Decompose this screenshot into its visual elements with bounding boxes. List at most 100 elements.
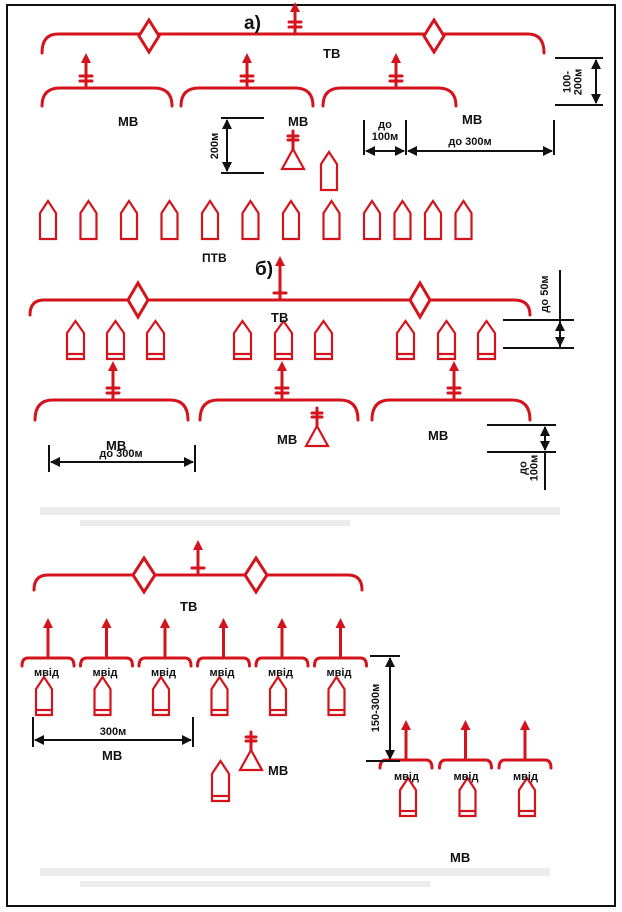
arrow-head-icon [277,618,287,628]
faded-caption-line [40,507,560,515]
vehicle-outline [322,198,341,241]
panel-a-company-label: МВ [118,114,138,129]
platoon-label: мвід [34,667,59,679]
company-command-staff [274,361,290,402]
panel-b-dim-depth-bottom-label: до100м [518,455,541,482]
vehicle-icon [327,674,346,717]
diamond-icon [422,17,446,55]
arrow-head-icon [160,618,170,628]
arrow-head-icon [460,720,471,730]
vehicle-outline [241,198,260,241]
platoon-command-staff [101,618,112,660]
vehicle-icon [322,198,341,241]
panel-a-caption: а) [244,13,261,34]
platoon-label: мвід [93,667,118,679]
arrow-head-icon [81,53,91,63]
company-command-staff [239,53,255,90]
vehicle-outline [423,198,443,241]
commander-triangle [238,747,264,772]
platoon-command-staff [335,618,346,660]
vehicle-outline [38,198,58,241]
panel-a-company-label: МВ [462,112,482,127]
company-brace [321,86,458,108]
battalion-command-staff [190,540,206,577]
company-command-staff [388,53,404,90]
vehicle-outline [200,198,220,241]
vehicle-outline [119,198,139,241]
company-brace [40,86,174,108]
arrow-head-icon [520,720,530,730]
diamond-icon [137,17,161,55]
platoon-command-staff [218,618,229,660]
platoon-label: мвід [513,771,538,783]
vehicle-icon [395,319,416,361]
arrow-head-icon [242,53,252,63]
vehicle-icon [38,198,58,241]
platoon-command-staff [401,720,411,762]
vehicle-icon [398,775,418,818]
panel-b [28,256,532,448]
vehicle-outline [393,198,412,241]
arrow-head-icon [335,618,346,628]
arrow-head-icon [193,540,203,550]
arrow-head-icon [43,618,53,628]
platoon-label: мвід [394,771,419,783]
panel-b-battalion-label: ТВ [271,310,288,325]
panel-b-dim-depth-bottom [487,424,556,490]
vehicle-icon [65,319,86,361]
vehicle-icon [423,198,443,241]
panel-a-battalion-label: ТВ [323,46,340,61]
vehicle-icon [151,674,171,717]
vehicle-icon [145,319,166,361]
vehicle-icon [119,198,139,241]
vehicle-icon [105,319,126,361]
vehicle-outline [362,198,382,241]
platoon-command-staff [160,618,170,660]
panel-a-dim-front-label: до 300м [448,136,491,148]
vehicle-icon [210,674,229,717]
vehicle-icon [93,674,112,717]
vehicle-icon [268,674,288,717]
vehicle-icon [476,319,497,361]
figure-frame [6,4,616,907]
vehicle-icon [319,149,339,192]
vehicle-icon [160,198,179,241]
platoon-command-staff [277,618,287,660]
faded-caption-line [80,520,350,526]
vehicle-icon [281,198,301,241]
panel-b-company-label: МВ [277,432,297,447]
vehicle-outline [454,198,473,241]
company-command-staff [105,361,121,402]
panel-a-dim-interval-front [363,120,555,156]
arrow-head-icon [449,361,459,371]
vehicle-outline [79,198,98,241]
vehicle-icon [436,319,457,361]
panel-c-company-label-right: МВ [450,850,470,865]
commander-triangle [304,423,330,448]
vehicle-icon [313,319,334,361]
arrow-head-icon [218,618,229,628]
panel-a-dim-depth-cmd-label: 200м [209,133,221,160]
panel-c-company-label-left: МВ [102,748,122,763]
faded-caption-line [80,881,430,887]
vehicle-icon [458,775,477,818]
vehicle-icon [34,674,54,717]
platoon-label: мвід [327,667,352,679]
arrow-head-icon [401,720,411,730]
diamond-icon [408,280,432,320]
panel-a-rear-label: ПТВ [202,251,227,265]
panel-a-dim-depth-cmd [221,117,264,174]
panel-c-commander-icon [238,730,264,772]
company-command-staff [446,361,462,402]
battalion-brace [32,573,364,592]
platoon-label: мвід [210,667,235,679]
diamond-icon [126,280,150,320]
panel-b-dim-depth-top-label: до 50м [539,275,551,312]
panel-c-dim-front [32,717,194,747]
vehicle-icon [362,198,382,241]
panel-c-dim-front-label: 300м [100,726,127,738]
panel-b-dim-depth-top [503,270,574,349]
arrow-head-icon [277,361,287,371]
panel-a-dim-depth-tv-mv-text: 100-200м [562,69,585,96]
